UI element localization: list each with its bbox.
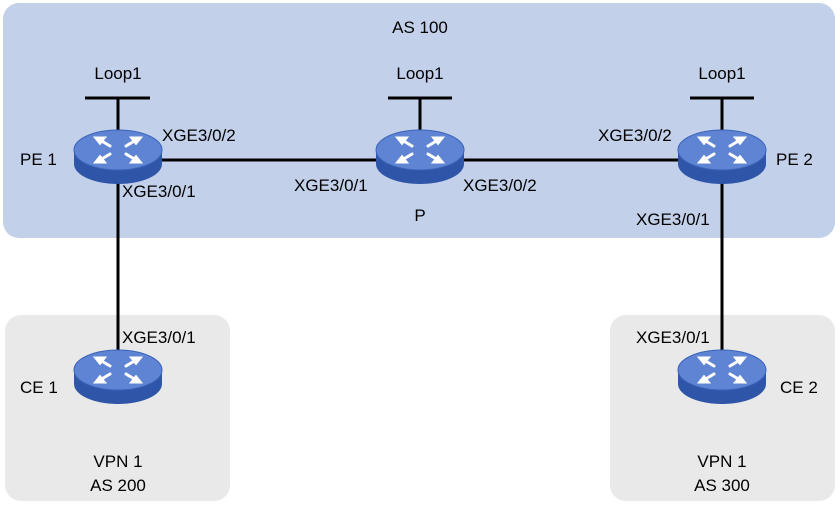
vpn1-left-label: VPN 1: [93, 452, 143, 471]
p-interface-to-pe1: XGE3/0/1: [294, 176, 368, 195]
pe1-name: PE 1: [20, 150, 57, 169]
ce2-router-icon: [677, 349, 767, 404]
pe1-interface-to-ce1: XGE3/0/1: [122, 182, 196, 201]
ce1-name: CE 1: [20, 378, 58, 397]
p-interface-to-pe2: XGE3/0/2: [463, 176, 537, 195]
as200-label: AS 200: [90, 476, 146, 495]
loopback-p: [388, 96, 452, 130]
ce2-interface-to-pe2: XGE3/0/1: [636, 328, 710, 347]
pe2-router-icon: [677, 129, 767, 184]
pe1-loopback-label: Loop1: [94, 64, 142, 83]
p-name: P: [414, 206, 426, 225]
pe2-name: PE 2: [776, 150, 813, 169]
as300-label: AS 300: [694, 476, 750, 495]
pe2-interface-to-ce2: XGE3/0/1: [636, 210, 710, 229]
pe1-interface-to-p: XGE3/0/2: [162, 126, 236, 145]
p-loopback-label: Loop1: [396, 64, 444, 83]
vpn1-right-label: VPN 1: [697, 452, 747, 471]
pe2-loopback-label: Loop1: [698, 64, 746, 83]
pe1-router-icon: [73, 129, 163, 184]
ce2-name: CE 2: [780, 378, 818, 397]
ce1-interface-to-pe1: XGE3/0/1: [122, 328, 196, 347]
loopback-pe2: [690, 96, 754, 130]
loopback-pe1: [85, 96, 150, 130]
p-router-icon: [375, 129, 465, 184]
ce1-router-icon: [73, 349, 163, 404]
pe2-interface-to-p: XGE3/0/2: [598, 126, 672, 145]
as100-title: AS 100: [392, 18, 448, 37]
